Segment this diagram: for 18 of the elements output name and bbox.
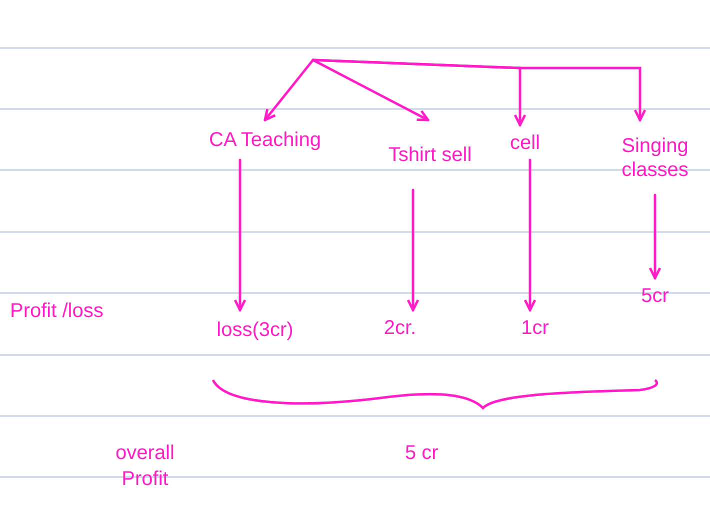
arrow bbox=[312, 58, 646, 122]
arrow bbox=[406, 188, 420, 312]
node-label: Singing classes bbox=[620, 134, 690, 182]
node-label: cell bbox=[510, 130, 540, 154]
arrow bbox=[234, 158, 246, 312]
arrow bbox=[648, 194, 662, 280]
node-label: loss(3cr) bbox=[216, 318, 294, 342]
arrow bbox=[524, 158, 536, 312]
note-text: 5 cr bbox=[405, 441, 440, 466]
node-label: 1cr bbox=[521, 316, 549, 340]
node-label: 5cr bbox=[641, 284, 669, 308]
node-label: CA Teaching bbox=[209, 128, 321, 152]
node-label: Tshirt sell bbox=[388, 143, 472, 167]
arrow bbox=[264, 58, 314, 122]
node-label: 2cr. bbox=[384, 316, 416, 340]
arrow bbox=[312, 58, 430, 122]
note-text: overall Profit bbox=[114, 441, 176, 492]
note-text: Profit /loss bbox=[10, 299, 104, 324]
